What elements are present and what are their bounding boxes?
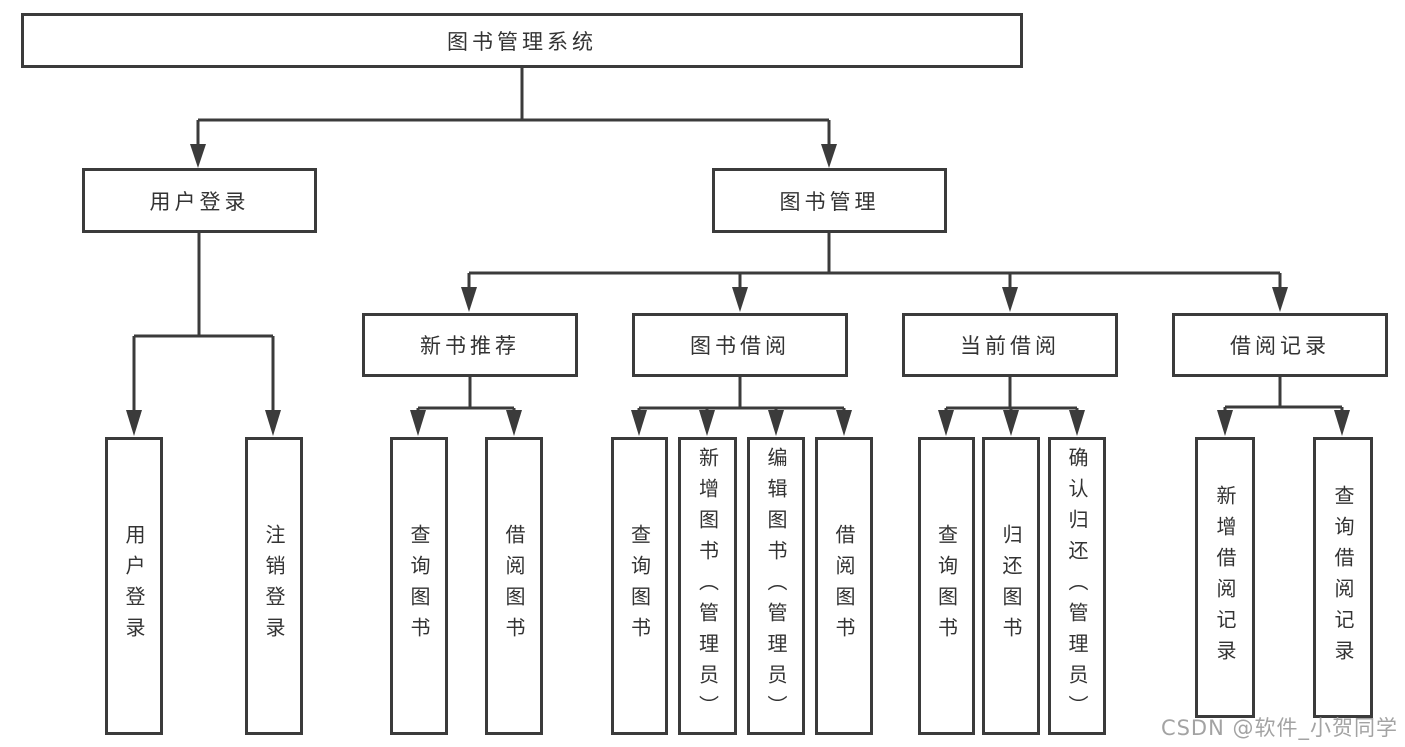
arrow-head bbox=[410, 410, 426, 436]
leaf-borrow-query: 查询图书 bbox=[611, 437, 668, 735]
node-book-management: 图书管理 bbox=[712, 168, 947, 233]
node-user-login: 用户登录 bbox=[82, 168, 317, 233]
arrow-head bbox=[461, 287, 477, 312]
arrow-head bbox=[768, 410, 784, 436]
node-book-borrow: 图书借阅 bbox=[632, 313, 848, 377]
leaf-current-return: 归还图书 bbox=[982, 437, 1040, 735]
node-new-book-recommend: 新书推荐 bbox=[362, 313, 578, 377]
arrow-head bbox=[506, 410, 522, 436]
node-root: 图书管理系统 bbox=[21, 13, 1023, 68]
leaf-current-query: 查询图书 bbox=[918, 437, 975, 735]
watermark: CSDN @软件_小贺同学 bbox=[1160, 716, 1398, 740]
leaf-record-add: 新增借阅记录 bbox=[1195, 437, 1255, 718]
node-current-borrow: 当前借阅 bbox=[902, 313, 1118, 377]
leaf-user-login: 用户登录 bbox=[105, 437, 163, 735]
arrow-head bbox=[836, 410, 852, 436]
node-borrow-records: 借阅记录 bbox=[1172, 313, 1388, 377]
leaf-newbook-borrow: 借阅图书 bbox=[485, 437, 543, 735]
arrow-head bbox=[265, 410, 281, 436]
leaf-borrow-add-admin: 新增图书（管理员） bbox=[678, 437, 737, 735]
arrow-head bbox=[938, 410, 954, 436]
arrow-head bbox=[732, 287, 748, 312]
arrow-head bbox=[1002, 287, 1018, 312]
arrow-head bbox=[1272, 287, 1288, 312]
leaf-current-confirm-admin: 确认归还（管理员） bbox=[1048, 437, 1106, 735]
arrow-head bbox=[699, 410, 715, 436]
arrow-head bbox=[631, 410, 647, 436]
arrow-head bbox=[1069, 410, 1085, 436]
arrow-head bbox=[821, 144, 837, 168]
arrow-head bbox=[190, 144, 206, 168]
leaf-borrow-borrow: 借阅图书 bbox=[815, 437, 873, 735]
leaf-logout: 注销登录 bbox=[245, 437, 303, 735]
arrow-head bbox=[1334, 410, 1350, 436]
leaf-borrow-edit-admin: 编辑图书（管理员） bbox=[747, 437, 805, 735]
arrow-head bbox=[126, 410, 142, 436]
arrow-head bbox=[1217, 410, 1233, 436]
arrow-head bbox=[1003, 410, 1019, 436]
leaf-newbook-query: 查询图书 bbox=[390, 437, 448, 735]
leaf-record-query: 查询借阅记录 bbox=[1313, 437, 1373, 718]
